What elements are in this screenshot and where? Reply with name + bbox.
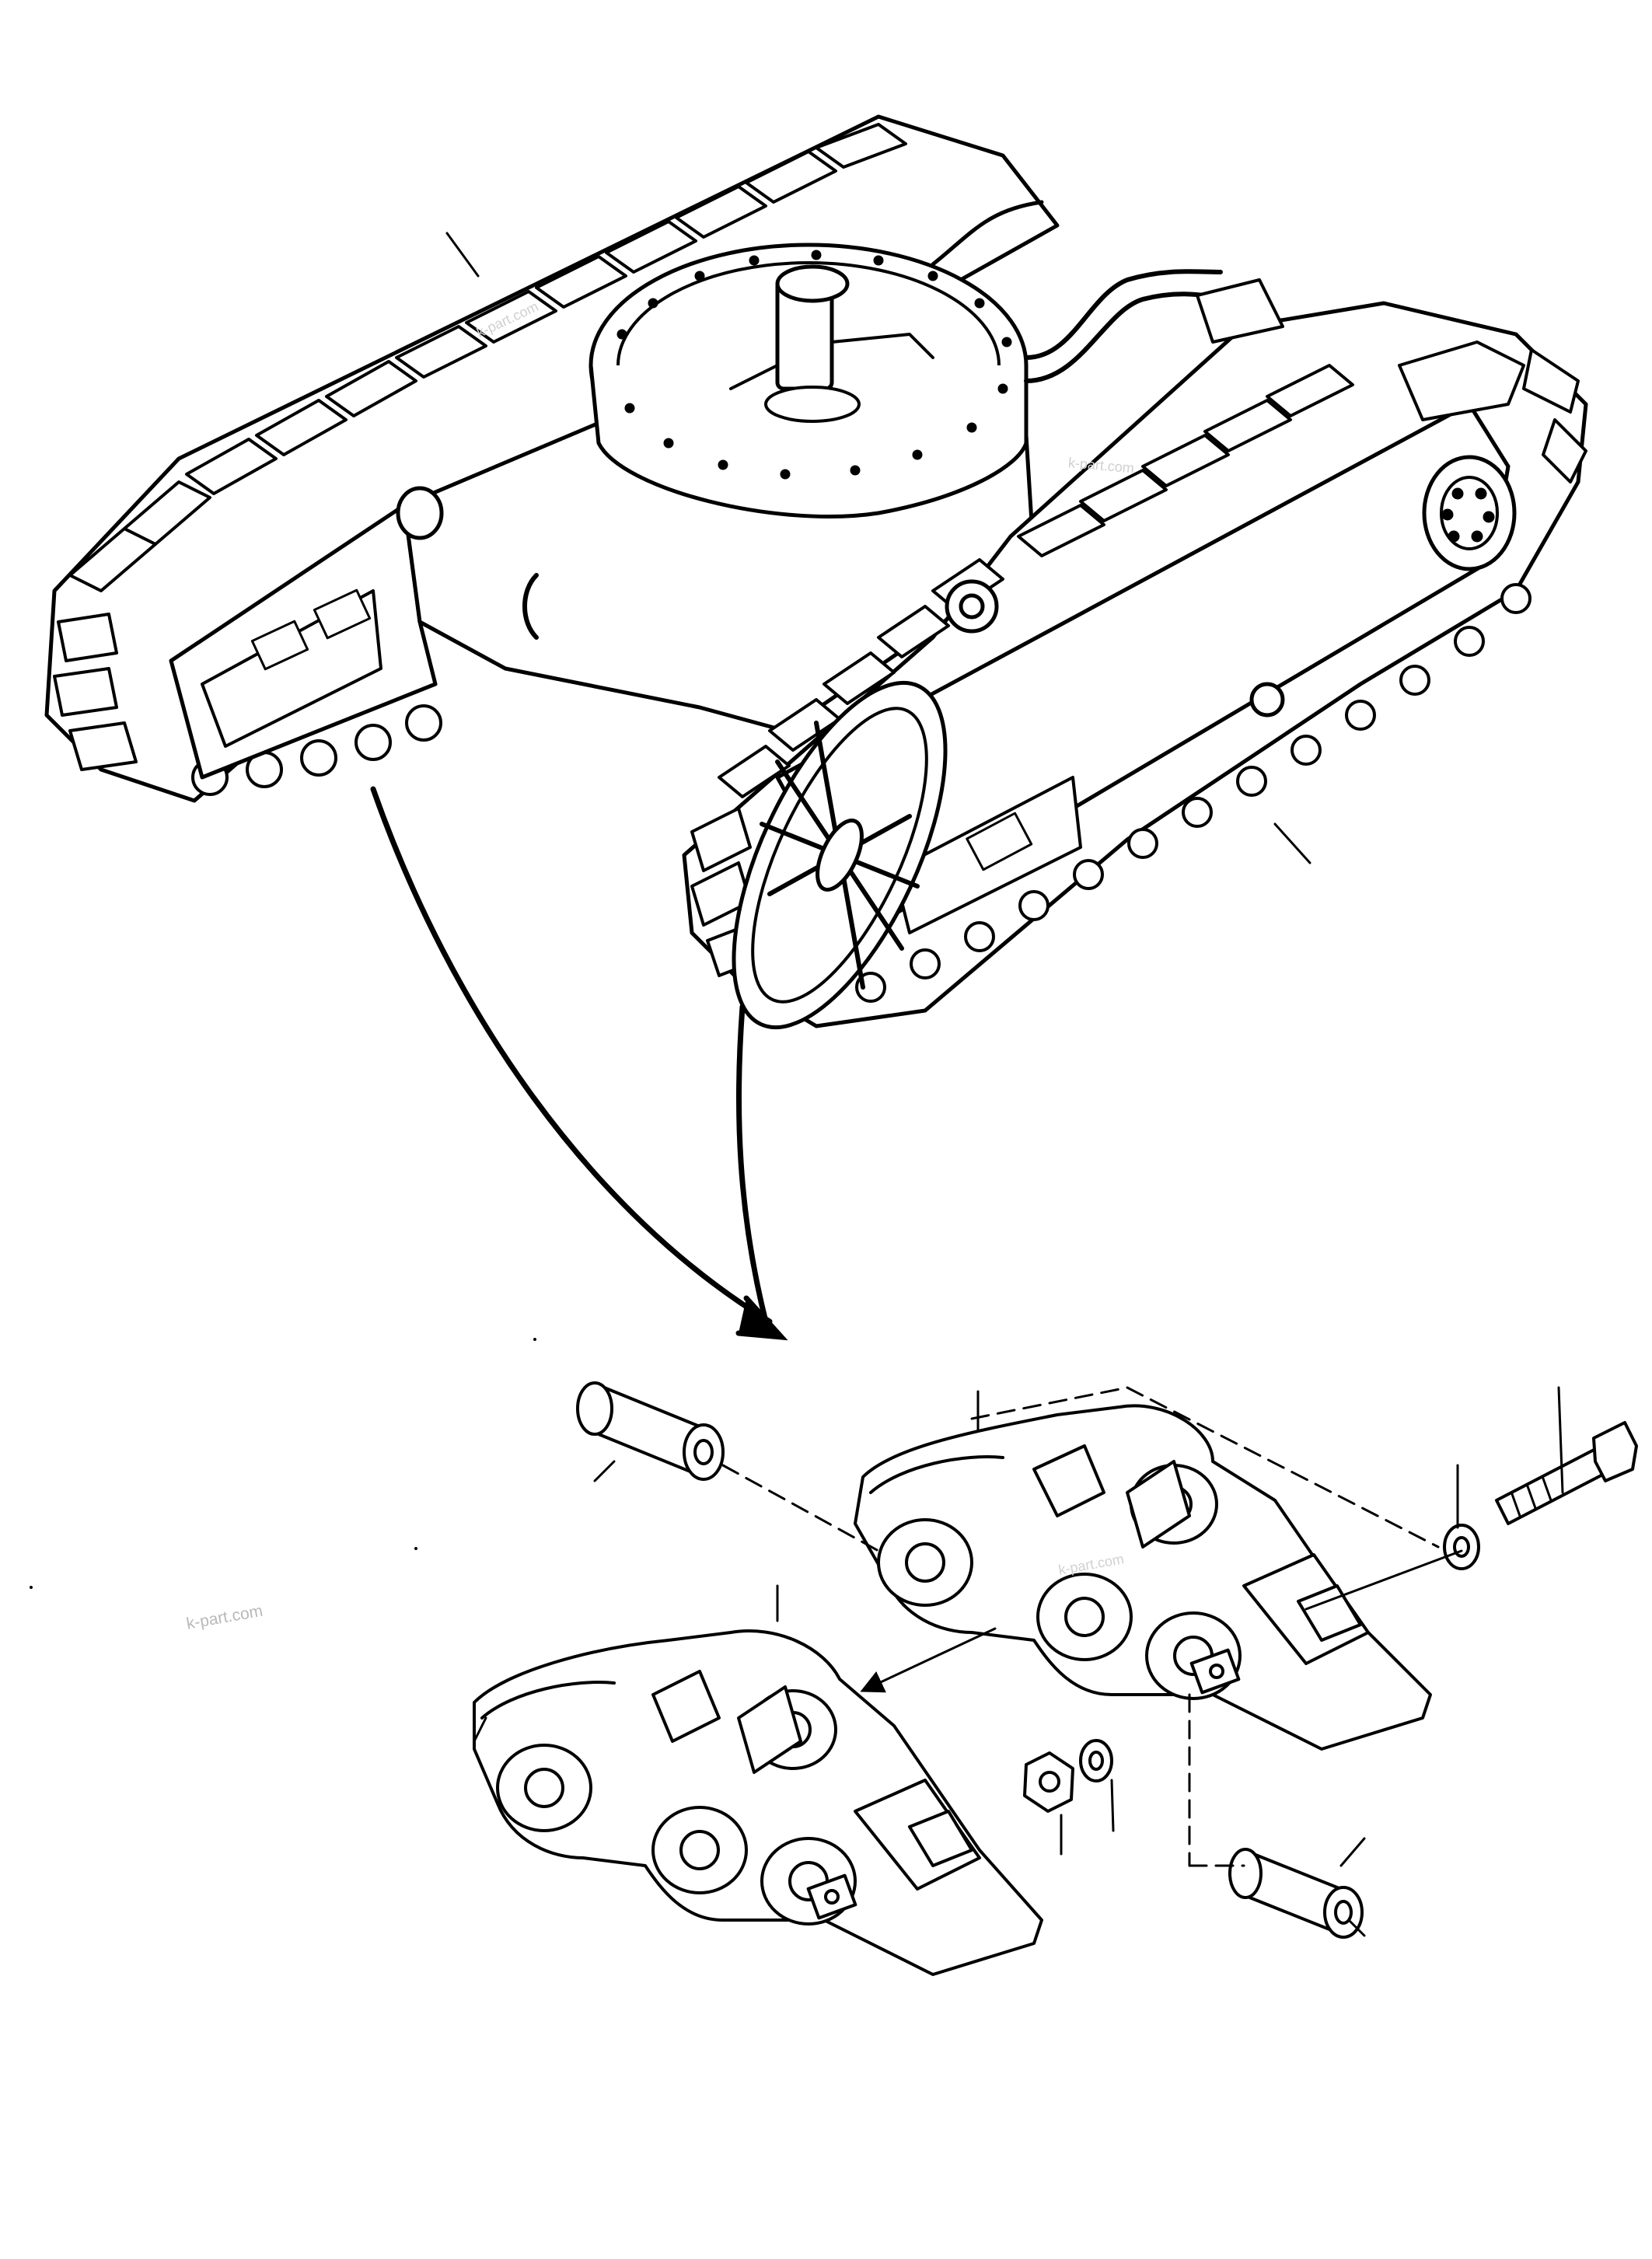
bushing-bottom [1228,1848,1364,1939]
assembly-guide-lines [721,1386,1440,1867]
shoe-bolt [1495,1421,1638,1525]
leader-lines-bottom [473,1386,1564,1937]
shoe-nut [1023,1751,1074,1813]
track-link-assembly [30,1338,1638,1976]
explode-arrow [860,1549,1463,1693]
drive-sprocket [1196,278,1525,571]
left-track-frame [169,503,438,780]
slewing-ring [589,243,1029,518]
leader-lines-top [445,232,1311,864]
washer-lower [1079,1739,1113,1782]
idler-wheel [732,680,948,1030]
bushing-top [576,1381,725,1481]
washer-right [1443,1524,1480,1570]
specks [30,1338,536,1589]
track-link-lower [473,1629,1043,1976]
crawler-undercarriage [44,114,1588,1030]
swivel-joint [729,264,934,423]
callout-arrows [370,786,788,1341]
track-link-upper [854,1404,1432,1751]
